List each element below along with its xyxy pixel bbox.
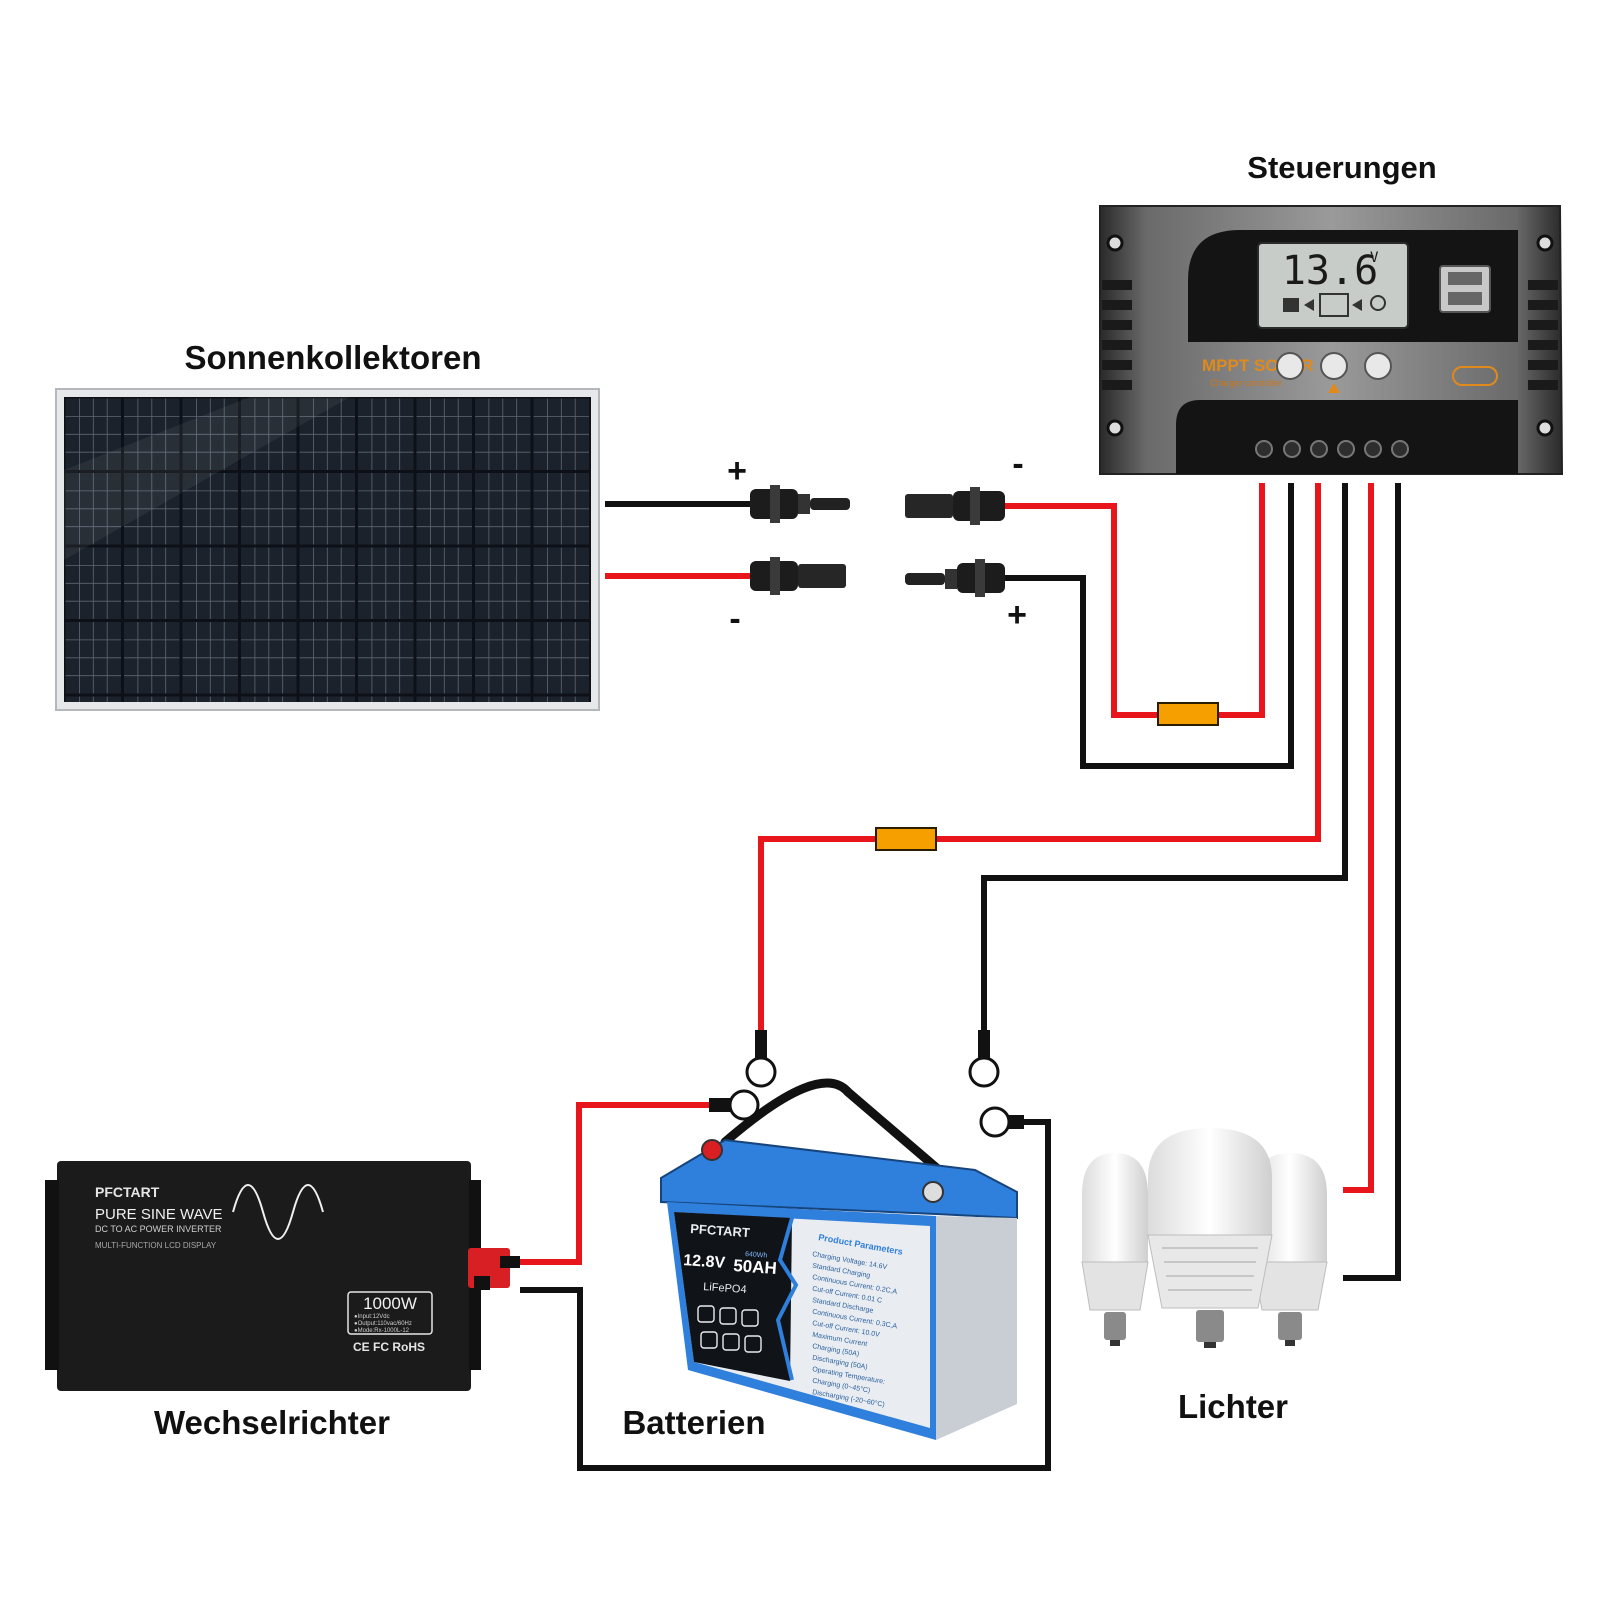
inverter-negative-wire	[520, 1119, 1051, 1471]
controller-terminal-block	[1176, 400, 1518, 474]
inverter-spec2: ●Output:110vac/60Hz	[354, 1321, 412, 1327]
inverter-positive-wire	[520, 1102, 735, 1265]
terminal-screw	[1283, 440, 1301, 458]
battery-positive-ring-crimp	[755, 1030, 767, 1058]
mc4-connector-panel-negative	[750, 485, 850, 523]
controller-usb-logo-icon	[1452, 366, 1498, 386]
controller-mount-hole	[1536, 419, 1554, 437]
controller-menu-button[interactable]	[1276, 352, 1304, 380]
battery-positive-wire	[758, 483, 1321, 1058]
controller-display-value: 13.6	[1282, 248, 1378, 294]
battery-negative-ring-crimp	[978, 1030, 990, 1058]
battery-negative-ring-terminal	[968, 1056, 1000, 1088]
ring-terminals	[728, 1056, 1011, 1138]
mc4-connectors	[750, 485, 1005, 597]
solar-panel	[55, 388, 600, 711]
controller-mount-hole	[1106, 234, 1124, 252]
solar-panel-glare	[64, 397, 350, 560]
inverter-line1: PURE SINE WAVE	[95, 1206, 223, 1223]
charge-controller: 13.6 V MPPT SOLAR Charger controller	[1099, 205, 1564, 475]
power-inverter: PFCTART PURE SINE WAVE DC TO AC POWER IN…	[45, 1161, 520, 1391]
usb-port-icon	[1448, 272, 1482, 285]
solar-panels-label: Sonnenkollektoren	[184, 339, 481, 376]
controller-minus-sign: -	[1012, 445, 1023, 483]
inverter-power: 1000W	[363, 1294, 417, 1313]
inverter-line2: DC TO AC POWER INVERTER	[95, 1224, 222, 1234]
pv-positive-wire	[1005, 483, 1265, 718]
battery-positive-ring-terminal	[745, 1056, 777, 1088]
battery-inline-fuse	[875, 827, 937, 851]
inverter-spec3: ●Mode:Rx-1000L-12	[354, 1328, 410, 1334]
battery-positive-post	[701, 1139, 723, 1161]
light-bulb-center	[1147, 1128, 1273, 1348]
battery-negative-post	[922, 1181, 944, 1203]
controller-terminal-screws	[1255, 440, 1409, 458]
battery-handle	[720, 1078, 965, 1193]
usb-port-icon	[1448, 292, 1482, 305]
battery-energy: 640Wh	[745, 1251, 768, 1260]
inverter-positive-ring-crimp	[709, 1098, 731, 1112]
usb-ports	[1439, 265, 1491, 313]
terminal-screw	[1310, 440, 1328, 458]
controller-mount-hole	[1536, 234, 1554, 252]
inverter-certs: CE FC RoHS	[353, 1340, 425, 1354]
hazard-cert-icon	[744, 1335, 762, 1353]
load-negative-wire	[1343, 483, 1401, 1281]
controller-mount-hole	[1106, 419, 1124, 437]
battery-capacity: 50AH	[733, 1256, 778, 1278]
recycle-cert-icon	[741, 1309, 759, 1327]
controller-display-unit: V	[1370, 250, 1379, 266]
battery-cert-icons	[697, 1305, 762, 1353]
terminal-screw	[1391, 440, 1409, 458]
load-positive-wire	[1343, 483, 1374, 1193]
inverter-negative-ring-terminal	[979, 1106, 1011, 1138]
light-bulbs	[1081, 1128, 1328, 1348]
pv-inline-fuse	[1157, 702, 1219, 726]
terminal-screw	[1364, 440, 1382, 458]
lifepo4-battery: PFCTART 12.8V 50AH 640Wh LiFePO4 Product…	[660, 1078, 1018, 1440]
controller-down-button[interactable]	[1364, 352, 1392, 380]
wiring	[520, 483, 1401, 1471]
terminal-screw	[1337, 440, 1355, 458]
controller-heatsink-fins	[1102, 280, 1558, 390]
panel-plus-sign: +	[727, 452, 747, 490]
pv-negative-wire	[1005, 483, 1294, 769]
lights-label: Lichter	[1178, 1388, 1288, 1425]
terminal-screw	[1255, 440, 1273, 458]
inverter-brand: PFCTART	[95, 1184, 160, 1200]
sine-wave-icon	[232, 1184, 324, 1240]
battery-label-dark	[674, 1212, 792, 1381]
inverter-spec1: ●Input:12Vdc	[354, 1314, 390, 1320]
inverter-negative-ring-crimp	[1008, 1115, 1024, 1129]
controller-up-button[interactable]	[1320, 352, 1348, 380]
light-bulb-left	[1081, 1153, 1149, 1346]
fc-cert-icon	[719, 1307, 737, 1325]
mc4-connector-controller-positive	[905, 487, 1005, 525]
warning-icon	[1328, 383, 1340, 393]
controller-plus-sign: +	[1007, 596, 1027, 634]
battery-brand: PFCTART	[690, 1221, 751, 1240]
solar-panel-cells	[64, 397, 591, 702]
controller-subtitle: Charger controller	[1210, 378, 1282, 388]
controller-label: Steuerungen	[1247, 150, 1436, 185]
battery-side-face	[936, 1216, 1017, 1440]
battery-chemistry: LiFePO4	[703, 1281, 747, 1296]
fire-cert-icon	[722, 1333, 740, 1351]
inverter-line3: MULTI-FUNCTION LCD DISPLAY	[95, 1241, 217, 1250]
mc4-connector-controller-negative	[905, 559, 1005, 597]
bin-cert-icon	[700, 1331, 718, 1349]
battery-voltage: 12.8V	[683, 1252, 726, 1272]
battery-negative-wire	[981, 483, 1348, 1058]
panel-minus-sign: -	[729, 600, 740, 638]
inverter-rating-box	[347, 1291, 433, 1335]
mc4-connector-panel-positive	[750, 557, 846, 595]
batteries-label: Batterien	[622, 1404, 765, 1441]
battery-lightning-divider	[775, 1217, 799, 1381]
inverter-label: Wechselrichter	[154, 1404, 390, 1441]
controller-lcd-flow-icons	[1283, 293, 1386, 317]
ce-cert-icon	[697, 1305, 715, 1323]
